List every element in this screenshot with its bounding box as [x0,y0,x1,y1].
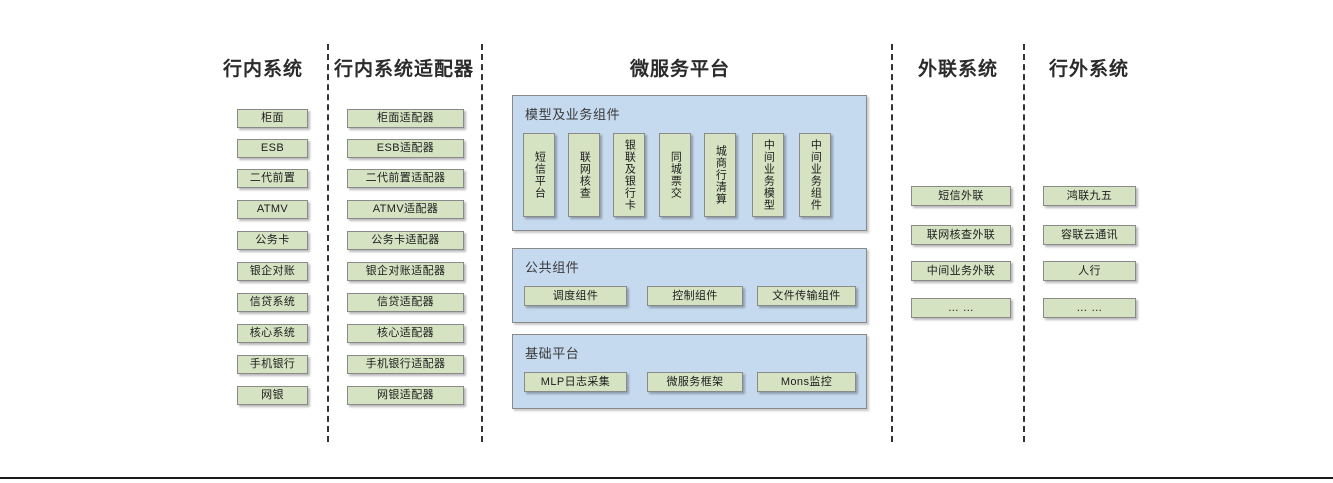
node-external-2[interactable]: 中间业务外联 [911,261,1011,281]
panel-title-model-business-components: 模型及业务组件 [525,107,621,122]
node-external-3[interactable]: … … [911,298,1011,318]
node-bank-internal-0[interactable]: 柜面 [237,109,308,128]
node-model-1[interactable]: 联网核查 [568,133,600,217]
node-offbank-0[interactable]: 鸿联九五 [1043,186,1136,206]
node-adapter-1[interactable]: ESB适配器 [347,139,464,158]
node-bank-internal-1[interactable]: ESB [237,139,308,158]
node-bank-internal-9[interactable]: 网银 [237,386,308,405]
node-public-1[interactable]: 控制组件 [647,286,743,306]
node-adapter-3[interactable]: ATMV适配器 [347,200,464,219]
node-model-3[interactable]: 同城票交 [659,133,691,217]
node-model-5[interactable]: 中间业务模型 [752,133,784,217]
node-adapter-9[interactable]: 网银适配器 [347,386,464,405]
node-offbank-1[interactable]: 容联云通讯 [1043,225,1136,245]
column-divider-4 [1023,44,1025,442]
node-adapter-6[interactable]: 信贷适配器 [347,293,464,312]
node-public-0[interactable]: 调度组件 [524,286,627,306]
node-bank-internal-2[interactable]: 二代前置 [237,169,308,188]
node-bank-internal-8[interactable]: 手机银行 [237,355,308,374]
column-divider-1 [327,44,329,442]
node-bank-internal-7[interactable]: 核心系统 [237,324,308,343]
column-header-external-link-systems: 外联系统 [917,59,998,80]
node-bank-internal-4[interactable]: 公务卡 [237,231,308,250]
node-bank-internal-5[interactable]: 银企对账 [237,262,308,281]
node-base-1[interactable]: 微服务框架 [647,372,743,392]
node-adapter-5[interactable]: 银企对账适配器 [347,262,464,281]
node-model-6[interactable]: 中间业务组件 [799,133,831,217]
column-header-bank-internal-adapters: 行内系统适配器 [333,59,474,80]
column-header-off-bank-systems: 行外系统 [1048,59,1129,80]
node-external-1[interactable]: 联网核查外联 [911,225,1011,245]
panel-public-components: 公共组件 [512,248,867,323]
column-header-bank-internal-systems: 行内系统 [222,59,303,80]
node-model-0[interactable]: 短信平台 [523,133,555,217]
panel-title-base-platform: 基础平台 [525,346,580,361]
page-bottom-rule [0,477,1333,479]
column-divider-2 [481,44,483,442]
node-adapter-7[interactable]: 核心适配器 [347,324,464,343]
node-offbank-2[interactable]: 人行 [1043,261,1136,281]
node-bank-internal-6[interactable]: 信贷系统 [237,293,308,312]
node-adapter-0[interactable]: 柜面适配器 [347,109,464,128]
node-base-0[interactable]: MLP日志采集 [524,372,627,392]
node-public-2[interactable]: 文件传输组件 [757,286,856,306]
node-model-2[interactable]: 银联及银行卡 [613,133,645,217]
node-adapter-4[interactable]: 公务卡适配器 [347,231,464,250]
node-external-0[interactable]: 短信外联 [911,186,1011,206]
node-bank-internal-3[interactable]: ATMV [237,200,308,219]
node-adapter-2[interactable]: 二代前置适配器 [347,169,464,188]
column-header-microservice-platform: 微服务平台 [629,59,730,80]
node-base-2[interactable]: Mons监控 [757,372,856,392]
node-offbank-3[interactable]: … … [1043,298,1136,318]
node-adapter-8[interactable]: 手机银行适配器 [347,355,464,374]
column-divider-3 [891,44,893,442]
panel-title-public-components: 公共组件 [525,260,580,275]
node-model-4[interactable]: 城商行清算 [704,133,736,217]
panel-base-platform: 基础平台 [512,334,867,409]
